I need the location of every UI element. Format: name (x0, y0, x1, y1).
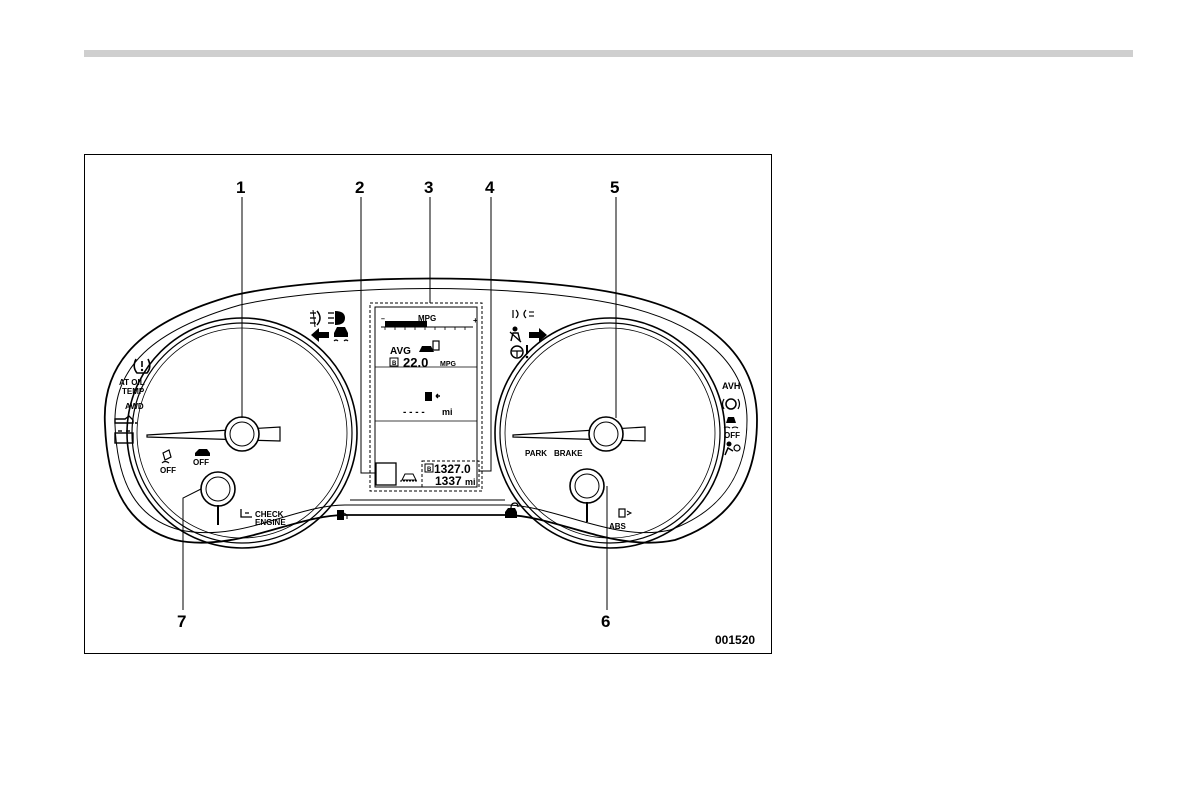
airbag-icon (725, 442, 740, 456)
range-value: - - - - (403, 407, 425, 418)
instrument-cluster-figure: – MPG + AVG B 22.0 MPG - - - - mi B 1327… (84, 154, 772, 654)
odometer-value: 1337 (435, 474, 462, 488)
header-rule (84, 50, 1133, 57)
speedometer-needle (513, 427, 645, 441)
avg-mpg-value: 22.0 (403, 355, 428, 370)
abs-label: ABS (609, 522, 627, 531)
car-icon (400, 474, 418, 481)
headlight-icon (328, 311, 345, 325)
turn-right-arrow-icon (529, 328, 547, 342)
battery-icon (115, 431, 133, 443)
check-engine-icon (241, 509, 252, 517)
fuel-pump-icon (425, 392, 440, 401)
lane-departure-off-icon (195, 449, 210, 456)
mpg-bar-minus: – (381, 316, 385, 323)
at-oil-temp-label-line2: TEMP (122, 387, 145, 396)
eyesight-off-icon (162, 450, 171, 463)
callout-3: 3 (424, 178, 433, 197)
mpg-bar-plus: + (473, 316, 478, 325)
brake-label: BRAKE (554, 449, 583, 458)
mpg-bar (381, 321, 473, 330)
lane-departure-off-label: OFF (193, 458, 209, 467)
callout-4: 4 (485, 178, 495, 197)
tachometer-needle (147, 427, 280, 441)
power-steering-icon (511, 345, 528, 358)
odometer-unit: mi (465, 477, 476, 487)
car-fuel-icon (419, 341, 439, 352)
callout-7: 7 (177, 612, 186, 631)
park-label: PARK (525, 449, 547, 458)
avh-label: AVH (722, 381, 740, 391)
vdc-off-label: OFF (724, 431, 740, 440)
callout-5: 5 (610, 178, 619, 197)
awd-label: AWD (125, 402, 144, 411)
callout-1: 1 (236, 178, 245, 197)
parking-light-icon (513, 310, 534, 318)
odo-trip-marker: B (427, 467, 432, 473)
trip-b-marker: B (392, 361, 397, 367)
callout-2: 2 (355, 178, 364, 197)
avg-mpg-unit: MPG (440, 361, 457, 368)
cluster-diagram: – MPG + AVG B 22.0 MPG - - - - mi B 1327… (85, 155, 771, 653)
fuel-door-icon (619, 509, 631, 517)
eyesight-off-label: OFF (160, 466, 176, 475)
brake-hold-icon (723, 399, 740, 409)
turn-left-arrow-icon (311, 328, 329, 342)
speedometer (495, 318, 725, 548)
vdc-off-icon (724, 417, 738, 428)
range-unit: mi (442, 407, 453, 417)
callout-6: 6 (601, 612, 610, 631)
at-oil-temp-label-line1: AT OIL (119, 378, 145, 387)
gear-position-box (376, 463, 396, 485)
figure-code: 001520 (715, 633, 755, 647)
seatbelt-icon (510, 327, 521, 343)
vehicle-dynamics-icon (334, 327, 348, 341)
check-engine-label-line2: ENGINE (255, 518, 286, 527)
fog-light-icon (310, 310, 320, 327)
